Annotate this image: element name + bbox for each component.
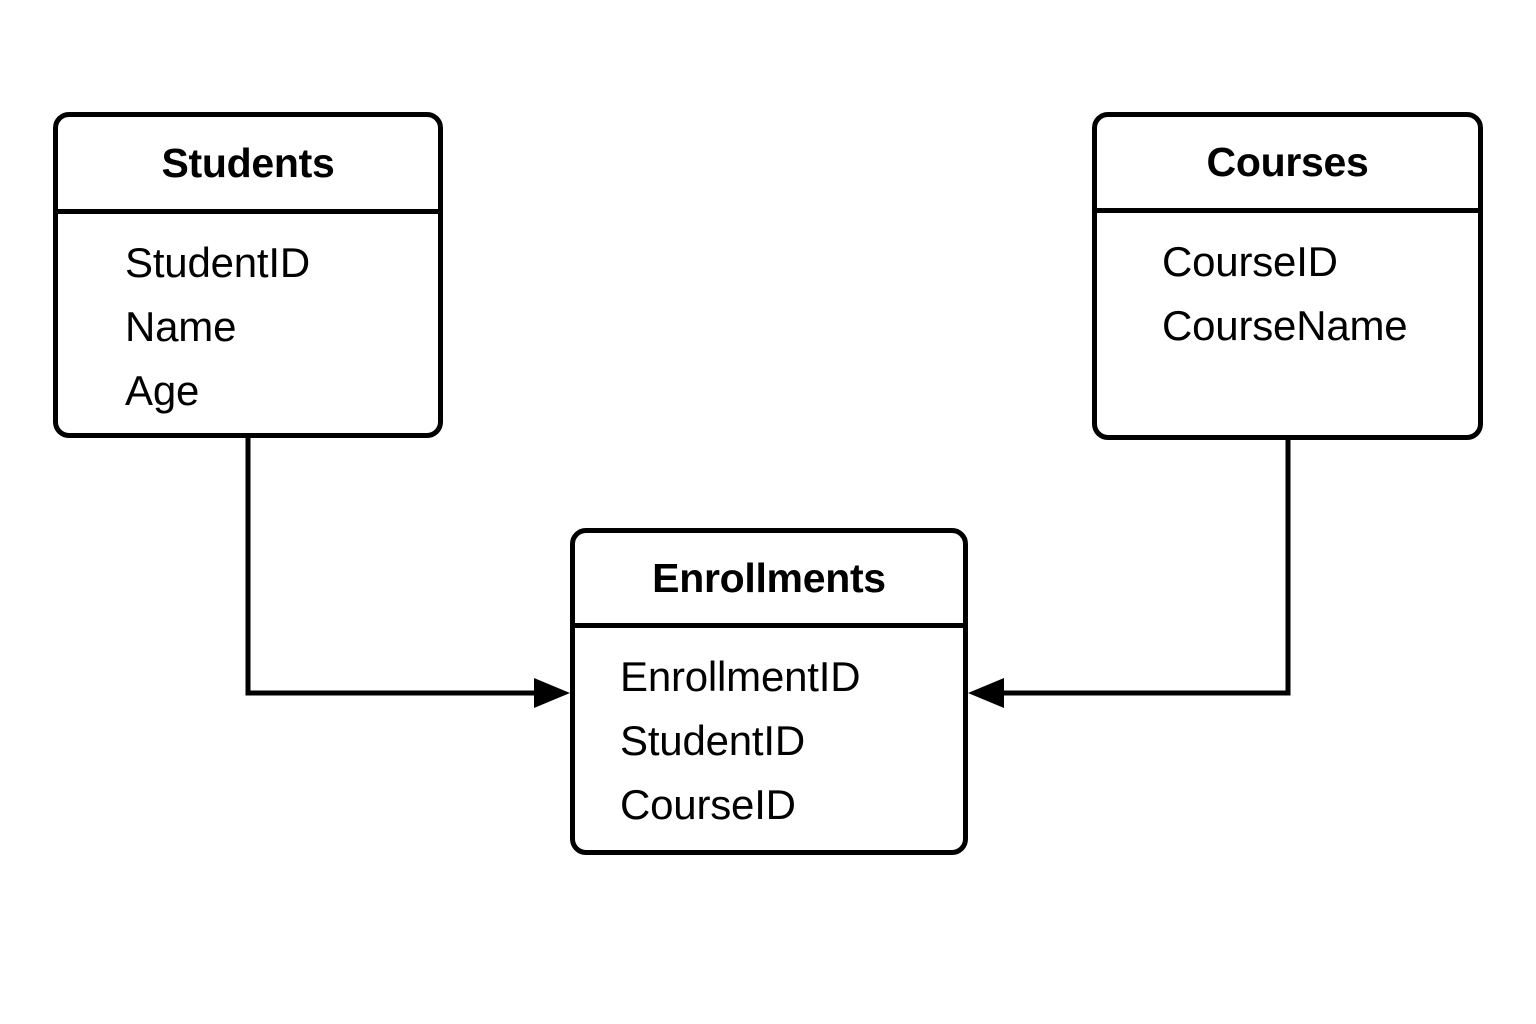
attribute-item: CourseName	[1162, 302, 1408, 349]
entity-enrollments-header: Enrollments	[575, 533, 963, 628]
attribute-item: CourseID	[1162, 238, 1338, 285]
attribute-item: Age	[125, 367, 200, 414]
arrowhead-right-icon	[534, 678, 570, 708]
connector-line-students	[245, 438, 536, 696]
connector-line-courses	[1004, 440, 1291, 696]
entity-enrollments[interactable]: Enrollments EnrollmentID StudentID Cours…	[570, 528, 968, 855]
attribute-item: StudentID	[620, 717, 805, 764]
attribute-item: EnrollmentID	[620, 653, 861, 700]
entity-courses-attributes: CourseID CourseName	[1097, 213, 1478, 358]
connector-students-to-enrollments	[245, 438, 570, 708]
entity-courses-title: Courses	[1206, 139, 1369, 185]
entity-students[interactable]: Students StudentID Name Age	[53, 112, 443, 438]
entity-courses[interactable]: Courses CourseID CourseName	[1092, 112, 1483, 440]
arrowhead-left-icon	[968, 678, 1004, 708]
entity-students-title: Students	[161, 139, 335, 186]
attribute-item: CourseID	[620, 781, 796, 828]
entity-courses-header: Courses	[1097, 117, 1478, 213]
entity-students-attributes: StudentID Name Age	[58, 214, 438, 423]
entity-enrollments-title: Enrollments	[652, 554, 886, 601]
entity-enrollments-attributes: EnrollmentID StudentID CourseID	[575, 628, 963, 837]
entity-students-header: Students	[58, 117, 438, 214]
attribute-item: StudentID	[125, 239, 310, 286]
connector-courses-to-enrollments	[968, 440, 1291, 708]
attribute-item: Name	[125, 303, 237, 350]
